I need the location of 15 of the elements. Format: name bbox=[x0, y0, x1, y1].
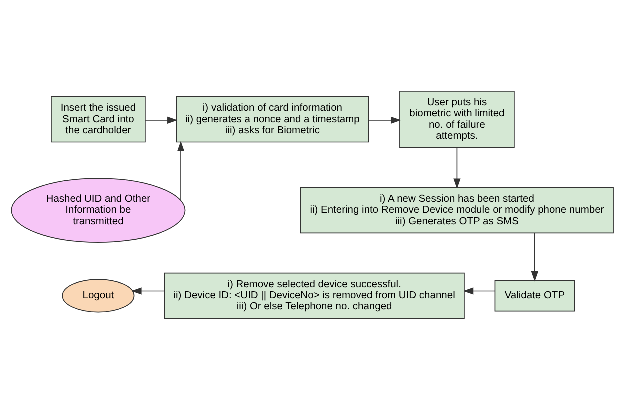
node-ellipse: Hashed UID and Other Information be transmitted bbox=[11, 178, 186, 243]
node-box: Validate OTP bbox=[494, 280, 576, 312]
node-box: User puts his biometric with limited no. of failure attempts. bbox=[400, 90, 515, 148]
node-ellipse: Logout bbox=[62, 279, 135, 313]
node-box: i) validation of card information ii) generates a nonce and a timestamp iii) asks for Biometric bbox=[176, 96, 370, 143]
node-box: i) Remove selected device successful. ii) Device ID: <UID || DeviceNo> is removed from UID channel iii) Or else Telephone no. changed bbox=[164, 272, 465, 320]
arrow bbox=[463, 288, 496, 295]
arrow bbox=[454, 147, 461, 190]
arrow bbox=[531, 232, 539, 282]
arrow bbox=[177, 141, 185, 201]
arrow bbox=[132, 288, 165, 295]
arrow bbox=[368, 116, 402, 124]
node-box: i) A new Session has been started ii) Entering into Remove Device module or modify phone number iii) Generates OTP as SMS bbox=[300, 187, 614, 234]
arrow bbox=[145, 116, 178, 124]
node-box: Insert the issued Smart Card into the cardholder bbox=[51, 96, 146, 143]
